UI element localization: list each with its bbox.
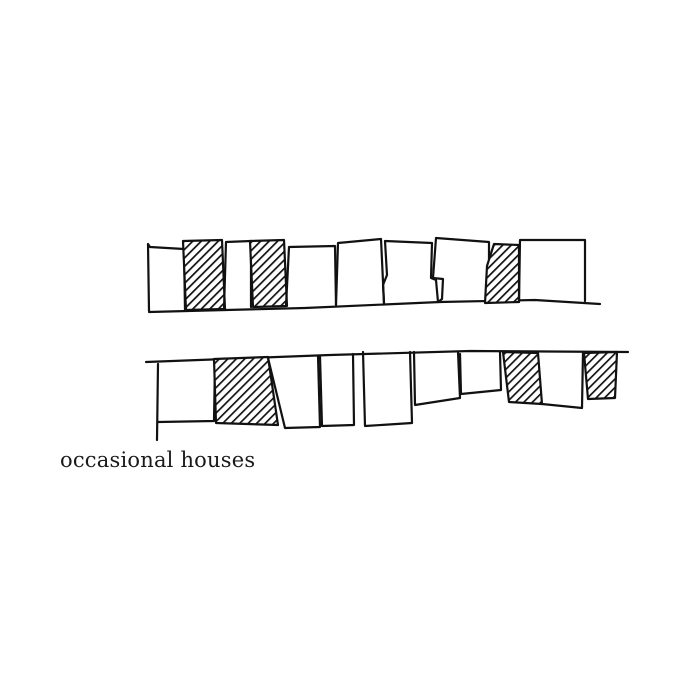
upper-house-8: [431, 236, 491, 304]
upper-house-9: [483, 242, 521, 305]
lower-house-6: [412, 350, 462, 407]
upper-house-6: [334, 237, 386, 307]
lower-house-4: [318, 352, 356, 428]
upper-row-ground-line: [147, 298, 602, 314]
lower-house-8: [501, 350, 544, 406]
lower-house-1: [155, 360, 217, 442]
lower-house-5: [361, 350, 414, 428]
upper-house-5: [284, 244, 338, 308]
lower-house-10: [582, 350, 619, 401]
lower-row: [144, 349, 630, 442]
upper-house-2: [181, 238, 227, 312]
upper-house-4: [248, 238, 289, 309]
upper-house-10: [517, 238, 587, 304]
lower-house-2: [212, 355, 280, 427]
upper-house-1: [146, 242, 187, 313]
sketch-caption: occasional houses: [60, 448, 256, 472]
lower-house-7: [458, 350, 503, 396]
lower-house-9: [540, 350, 585, 410]
lower-house-3: [266, 354, 322, 430]
upper-row: [146, 236, 602, 314]
upper-house-3: [222, 239, 253, 311]
upper-house-7: [381, 239, 440, 305]
